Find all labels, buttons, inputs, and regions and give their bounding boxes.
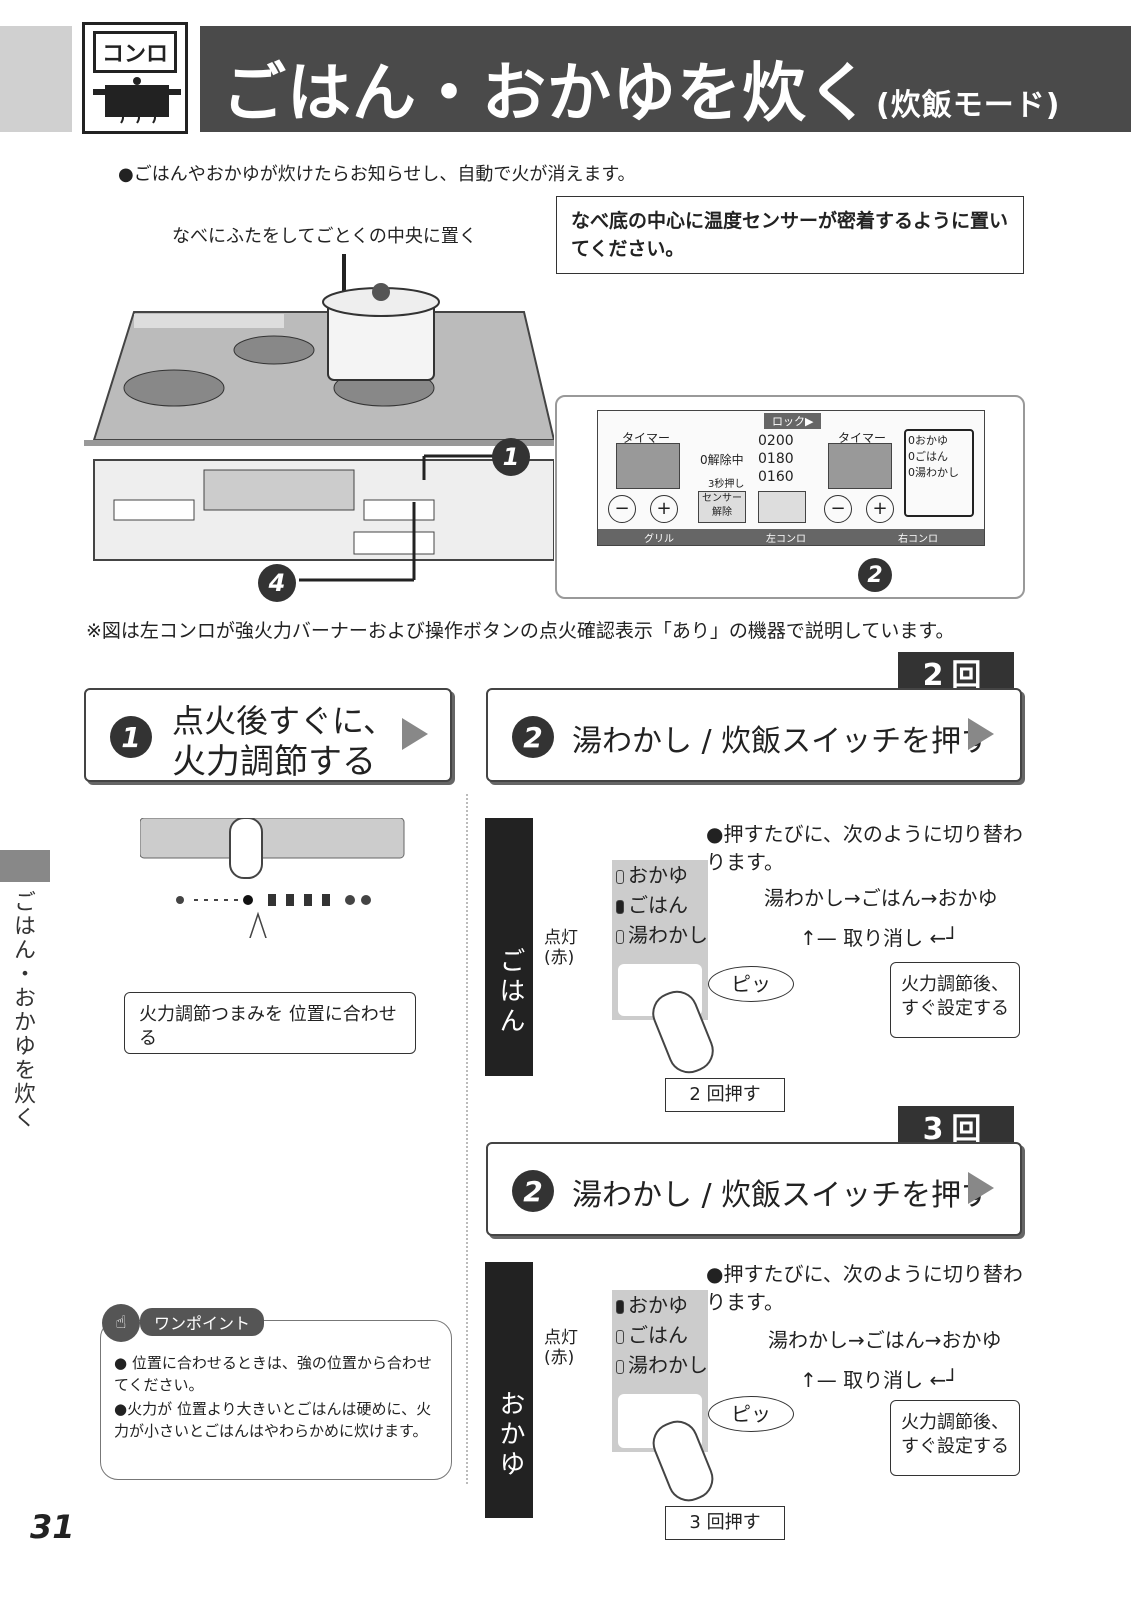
mode-list: 0おかゆ 0ごはん 0湯わかし: [904, 429, 974, 517]
okayu-note: ●押すたびに、次のように切り替わります。: [706, 1262, 1023, 1314]
knob-diagram: [140, 818, 405, 938]
header-gray-block: [0, 26, 72, 132]
lock-label: ロック▶: [764, 413, 822, 429]
grill-plus-button[interactable]: +: [650, 495, 678, 523]
header-band: [200, 26, 1131, 132]
temp-200: 0200: [758, 433, 794, 449]
section-grill: グリル: [644, 533, 674, 545]
temp-180: 0180: [758, 451, 794, 467]
control-panel-frame: [555, 395, 1025, 599]
right-minus-button[interactable]: −: [824, 495, 852, 523]
gohan-step-label: 湯わかし / 炊飯スイッチを押す: [572, 724, 992, 759]
release-indicator: 0解除中: [700, 453, 744, 467]
finger-icon: [645, 984, 721, 1080]
timer-left-label: タイマー: [622, 431, 671, 445]
control-panel: ロック▶ タイマー 0解除中 3秒押し 0200 0180 0160 タイマー …: [597, 410, 985, 546]
mode-gohan: 0ごはん: [908, 450, 948, 463]
gohan-mode-okayu: おかゆ: [616, 860, 688, 890]
gohan-mode-gohan: ごはん: [616, 890, 688, 920]
okayu-mode-yuwakashi: 湯わかし: [616, 1350, 708, 1380]
gohan-step-box: 2 湯わかし / 炊飯スイッチを押す: [486, 688, 1022, 782]
gohan-mode-yuwakashi: 湯わかし: [616, 920, 708, 950]
onepoint-tip2: ●火力が 位置より大きいとごはんは硬めに、火力が小さいとごはんはやわらかめに炊け…: [114, 1400, 432, 1440]
gohan-note: ●押すたびに、次のように切り替わります。: [706, 822, 1023, 874]
okayu-advice: 火力調節後、すぐ設定する: [890, 1400, 1020, 1476]
column-divider: [466, 794, 468, 1484]
okayu-mode-okayu: おかゆ: [616, 1290, 688, 1320]
finger-icon: [646, 1414, 720, 1508]
callout-1: 1: [492, 438, 530, 476]
onepoint-box: [100, 1320, 452, 1480]
okayu-cancel: ↑— 取り消し ←┘: [800, 1368, 959, 1392]
gohan-arrow-icon: [968, 718, 994, 750]
fry-button[interactable]: [758, 491, 806, 523]
step1-line1: 点火後すぐに、: [172, 702, 396, 740]
okayu-sequence: 湯わかし→ごはん→おかゆ: [768, 1328, 1002, 1352]
step1-number: 1: [110, 716, 152, 758]
gohan-cancel: ↑— 取り消し ←┘: [800, 926, 959, 950]
knob-instruction: 火力調節つまみを 位置に合わせる: [124, 992, 416, 1054]
gohan-lit-label: 点灯 (赤): [544, 928, 578, 968]
timer-right-display: [828, 443, 892, 489]
okayu-mode-gohan: ごはん: [616, 1320, 688, 1350]
sensor-note: なべ底の中心に温度センサーが密着するように置いてください。: [556, 196, 1024, 274]
step1-box: 1 点火後すぐに、 火力調節する: [84, 688, 452, 782]
temp-160: 0160: [758, 469, 794, 485]
timer-right-label: タイマー: [838, 431, 887, 445]
panel-footer: グリル 左コンロ 右コンロ: [598, 529, 984, 545]
grill-minus-button[interactable]: −: [608, 495, 636, 523]
section-left: 左コンロ: [766, 533, 806, 545]
okayu-step-box: 2 湯わかし / 炊飯スイッチを押す: [486, 1142, 1022, 1236]
section-right: 右コンロ: [898, 533, 938, 545]
okayu-section-bar: おかゆ: [485, 1262, 533, 1518]
okayu-switch-panel: おかゆ ごはん 湯わかし: [612, 1290, 708, 1452]
okayu-lit-label: 点灯 (赤): [544, 1328, 578, 1368]
gohan-sequence: 湯わかし→ごはん→おかゆ: [764, 886, 998, 910]
page-number: 31: [30, 1508, 75, 1546]
callout-4: 4: [258, 564, 296, 602]
onepoint-tip1: ● 位置に合わせるときは、強の位置から合わせてください。: [114, 1354, 432, 1394]
hold3-label: 3秒押し: [708, 479, 745, 490]
callout-2: 2: [858, 558, 892, 592]
gohan-advice: 火力調節後、すぐ設定する: [890, 962, 1020, 1038]
gohan-step-number: 2: [512, 716, 554, 758]
sensor-release-button[interactable]: センサー 解除: [698, 491, 746, 523]
pot-icon: [93, 77, 181, 124]
category-badge: コンロ: [82, 22, 188, 134]
timer-left-display: [616, 443, 680, 489]
okayu-step-number: 2: [512, 1170, 554, 1212]
right-plus-button[interactable]: +: [866, 495, 894, 523]
mode-okayu: 0おかゆ: [908, 434, 948, 447]
gohan-section-bar: ごはん: [485, 818, 533, 1076]
okayu-beep: ピッ: [708, 1396, 794, 1432]
intro-text: ●ごはんやおかゆが炊けたらお知らせし、自動で火が消えます。: [118, 164, 636, 185]
category-label: コンロ: [93, 31, 178, 73]
mode-yuwakashi: 0湯わかし: [908, 466, 959, 479]
figure-note: ※図は左コンロが強火力バーナーおよび操作ボタンの点火確認表示「あり」の機器で説明…: [86, 620, 955, 642]
okayu-step-label: 湯わかし / 炊飯スイッチを押す: [572, 1178, 992, 1213]
side-label: ごはん・おかゆを炊く: [10, 890, 35, 1130]
step1-arrow-icon: [402, 718, 428, 750]
stove-illustration: [84, 254, 554, 582]
step1-line2: 火力調節する: [172, 742, 376, 782]
gohan-press-tag: 2 回押す: [665, 1078, 785, 1112]
page-title: ごはん・おかゆを炊く(炊飯モード): [222, 57, 1061, 131]
okayu-arrow-icon: [968, 1172, 994, 1204]
onepoint-title: ワンポイント: [140, 1308, 265, 1336]
pot-caption: なべにふたをしてごとくの中央に置く: [172, 226, 477, 247]
gohan-beep: ピッ: [708, 966, 794, 1002]
side-tab: [0, 850, 50, 882]
okayu-press-tag: 3 回押す: [665, 1506, 785, 1540]
hand-icon: ☝: [102, 1304, 140, 1342]
